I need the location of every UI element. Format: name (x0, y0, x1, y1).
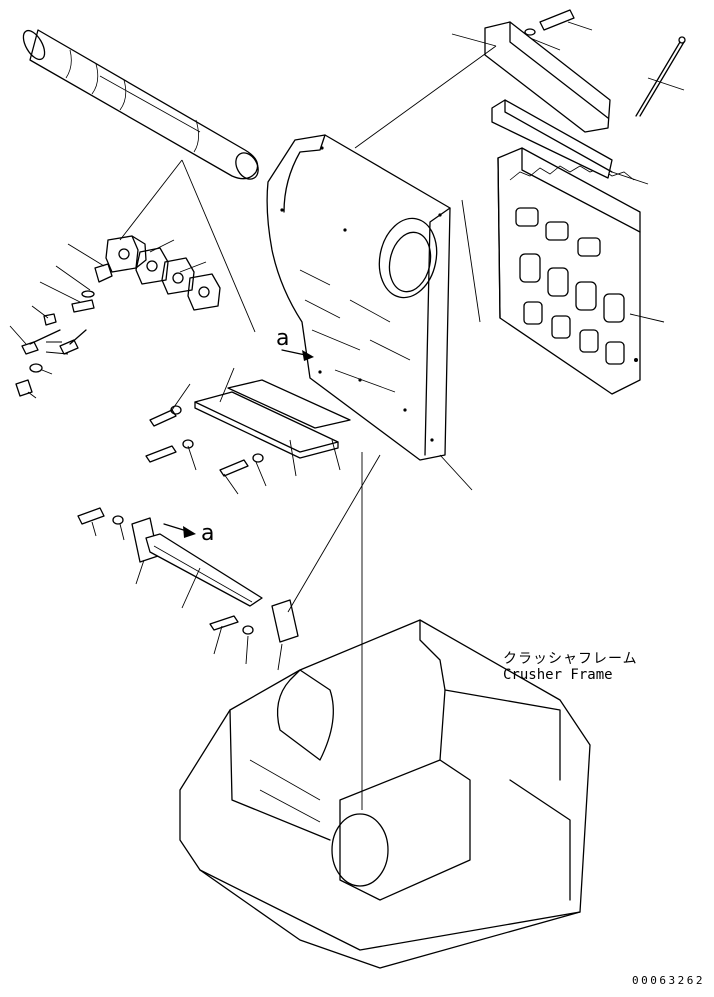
view-marker-lower: a (201, 521, 215, 546)
leader-lines (9, 21, 685, 810)
bearing-assembly (71, 235, 221, 313)
left-fasteners (15, 313, 87, 397)
drawing-number: 00063262 (632, 974, 705, 987)
view-marker-upper: a (276, 326, 290, 351)
mounting-plates (145, 379, 351, 477)
frame-label-japanese: クラッシャフレーム (503, 651, 638, 667)
crusher-frame-body (179, 619, 591, 969)
upper-plate-and-bolts (484, 9, 686, 179)
crusher-shaft (22, 29, 259, 180)
frame-label-english: Crusher Frame (503, 667, 613, 683)
view-arrows (163, 349, 314, 538)
side-liner-plate (497, 147, 641, 395)
crusher-housing (266, 134, 451, 461)
lower-liner-assembly (77, 507, 299, 643)
